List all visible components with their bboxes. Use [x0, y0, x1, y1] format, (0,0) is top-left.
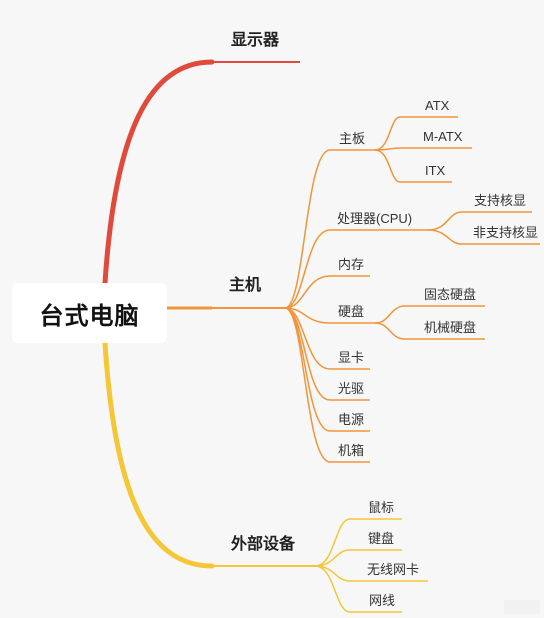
node-host[interactable]: 主机 — [229, 277, 262, 294]
connector-host-memory — [284, 275, 331, 309]
connector-host-psu — [284, 307, 331, 432]
node-gpu[interactable]: 显卡 — [338, 350, 365, 365]
node-mouse[interactable]: 鼠标 — [368, 500, 395, 515]
node-atx[interactable]: ATX — [425, 98, 450, 113]
node-itx[interactable]: ITX — [425, 163, 446, 178]
connector-periph-keyboard — [314, 549, 351, 567]
connector-host-optical — [284, 307, 331, 401]
node-wifi-card[interactable]: 无线网卡 — [367, 562, 420, 577]
root-label: 台式电脑 — [39, 302, 140, 330]
connector-periph-mouse — [314, 518, 351, 567]
node-keyboard[interactable]: 键盘 — [368, 531, 395, 546]
node-network-cable[interactable]: 网线 — [369, 593, 396, 608]
connector-host-motherboard — [284, 149, 331, 309]
node-storage[interactable]: 硬盘 — [338, 304, 365, 319]
node-display[interactable]: 显示器 — [231, 32, 280, 49]
node-hdd[interactable]: 机械硬盘 — [424, 320, 477, 335]
node-memory[interactable]: 内存 — [338, 257, 365, 272]
connector-root-display — [102, 59, 215, 286]
node-psu[interactable]: 电源 — [338, 412, 365, 427]
connector-host-cpu — [284, 229, 331, 309]
connector-root-peripherals — [102, 340, 215, 569]
connector-cpu-noigpu — [427, 229, 463, 245]
node-m-atx[interactable]: M-ATX — [423, 129, 463, 144]
node-cpu[interactable]: 处理器(CPU) — [337, 211, 413, 226]
connector-periph-wifi — [314, 565, 351, 582]
node-peripherals[interactable]: 外部设备 — [231, 536, 296, 553]
root-node[interactable]: 台式电脑 — [12, 283, 167, 343]
connector-storage-hdd — [374, 322, 406, 340]
connector-mb-itx — [374, 149, 401, 183]
node-igpu-supported[interactable]: 支持核显 — [474, 193, 527, 208]
node-igpu-unsupported[interactable]: 非支持核显 — [473, 225, 539, 240]
connector-mb-atx — [374, 116, 401, 151]
connector-periph-cable — [314, 565, 351, 613]
node-optical-drive[interactable]: 光驱 — [338, 381, 365, 396]
node-ssd[interactable]: 固态硬盘 — [424, 287, 477, 302]
connector-cpu-igpu — [427, 211, 463, 231]
node-case[interactable]: 机箱 — [338, 443, 365, 458]
connector-host-case — [284, 307, 331, 463]
connector-storage-ssd — [374, 305, 406, 324]
corner-placeholder — [504, 600, 540, 614]
node-motherboard[interactable]: 主板 — [339, 131, 366, 146]
